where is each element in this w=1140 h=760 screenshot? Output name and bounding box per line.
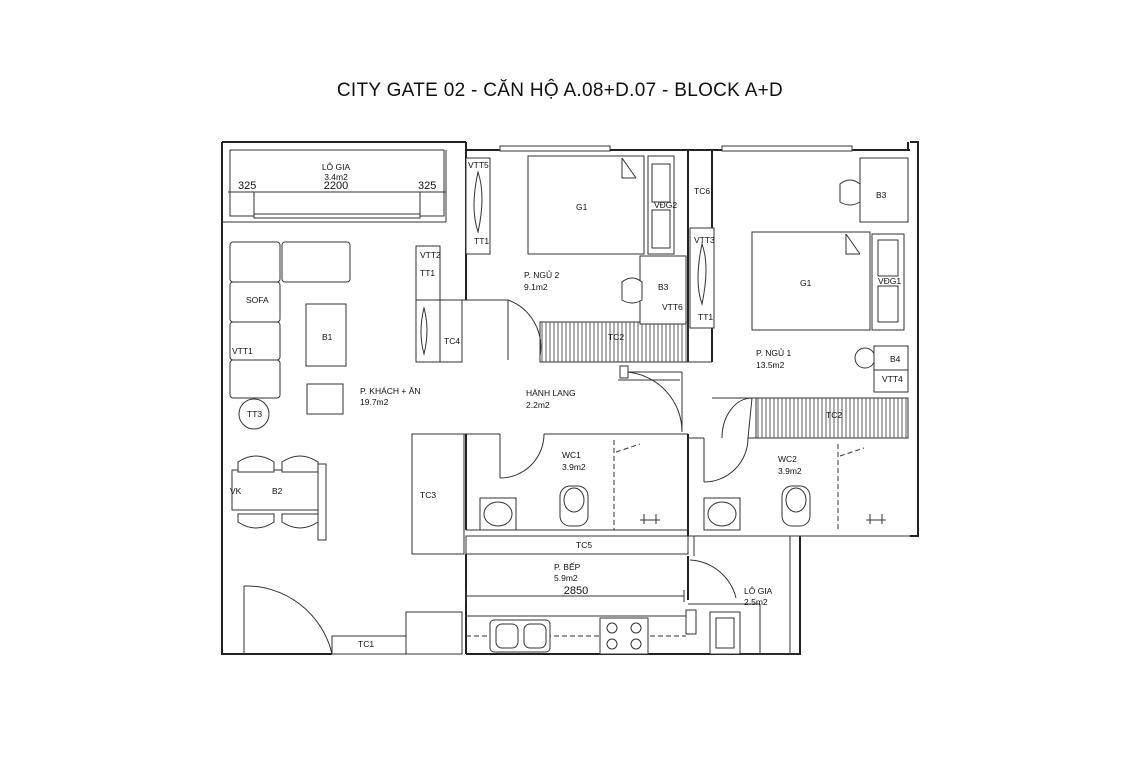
label-vtt5: VTT5 — [468, 160, 489, 170]
fridge — [405, 611, 463, 655]
label-b3-a: B3 — [658, 282, 669, 292]
label-vtt6: VTT6 — [662, 302, 683, 312]
room-area-lo-gia-top: 3.4m2 — [324, 172, 348, 182]
label-tc1: TC1 — [358, 639, 374, 649]
sofa — [229, 241, 351, 399]
label-sofa: SOFA — [246, 295, 269, 305]
label-vdg2: VĐG2 — [654, 200, 677, 210]
plan-title: CITY GATE 02 - CĂN HỘ A.08+D.07 - BLOCK … — [337, 79, 783, 101]
label-g1-a: G1 — [576, 202, 588, 212]
dim-325-right: 325 — [418, 180, 436, 192]
label-tc6: TC6 — [694, 186, 710, 196]
lo-gia-bottom — [709, 536, 800, 655]
label-tt3: TT3 — [247, 409, 262, 419]
room-name-wc2: WC2 — [778, 454, 797, 464]
lo-gia-top — [222, 149, 447, 223]
label-tc3: TC3 — [420, 490, 436, 500]
entrance-door — [243, 585, 333, 655]
label-g1-b: G1 — [800, 278, 812, 288]
tv-table-round — [238, 398, 270, 430]
label-vtt3: VTT3 — [694, 235, 715, 245]
dim-2850: 2850 — [564, 585, 588, 597]
windows — [499, 145, 853, 152]
label-tc2-b: TC2 — [826, 410, 842, 420]
label-vtt2: VTT2 — [420, 250, 441, 260]
bedroom-1 — [688, 150, 909, 439]
label-tt1-b: TT1 — [474, 236, 489, 246]
label-b4: B4 — [890, 354, 901, 364]
label-tc4: TC4 — [444, 336, 460, 346]
wc2 — [688, 437, 910, 537]
room-area-wc1: 3.9m2 — [562, 462, 586, 472]
room-name-wc1: WC1 — [562, 450, 581, 460]
wardrobe-tc4 — [415, 245, 463, 363]
label-b2: B2 — [272, 486, 283, 496]
room-area-ngu1: 13.5m2 — [756, 360, 785, 370]
label-vtt4: VTT4 — [882, 374, 903, 384]
kitchen — [465, 535, 760, 655]
label-tc5: TC5 — [576, 540, 592, 550]
room-name-lo-gia-top: LÔ GIA — [322, 162, 351, 172]
dim-325-left: 325 — [238, 180, 256, 192]
dining-set — [231, 455, 327, 541]
room-area-bep: 5.9m2 — [554, 573, 578, 583]
wc1 — [411, 433, 689, 555]
label-vk: VK — [230, 486, 242, 496]
bedroom-2 — [462, 150, 689, 363]
room-area-wc2: 3.9m2 — [778, 466, 802, 476]
label-tt1-a: TT1 — [420, 268, 435, 278]
label-b3-b: B3 — [876, 190, 887, 200]
room-area-hanh-lang: 2.2m2 — [526, 400, 550, 410]
room-area-khach-an: 19.7m2 — [360, 397, 389, 407]
room-name-ngu2: P. NGỦ 2 — [524, 269, 560, 280]
room-name-lo-gia-bottom: LÔ GIA — [744, 586, 773, 596]
room-area-lo-gia-bottom: 2.5m2 — [744, 597, 768, 607]
room-area-ngu2: 9.1m2 — [524, 282, 548, 292]
room-name-hanh-lang: HÀNH LANG — [526, 388, 576, 398]
coffee-table — [305, 303, 347, 367]
room-name-khach-an: P. KHÁCH + ĂN — [360, 386, 421, 396]
label-b1: B1 — [322, 332, 333, 342]
room-name-bep: P. BẾP — [554, 562, 581, 572]
label-vdg1: VĐG1 — [878, 276, 901, 286]
label-tc2-a: TC2 — [608, 332, 624, 342]
side-table — [306, 383, 344, 415]
label-tt1-c: TT1 — [698, 312, 713, 322]
room-name-ngu1: P. NGỦ 1 — [756, 347, 792, 358]
label-vtt1: VTT1 — [232, 346, 253, 356]
dim-2200: 2200 — [324, 180, 348, 192]
hallway — [618, 365, 683, 433]
